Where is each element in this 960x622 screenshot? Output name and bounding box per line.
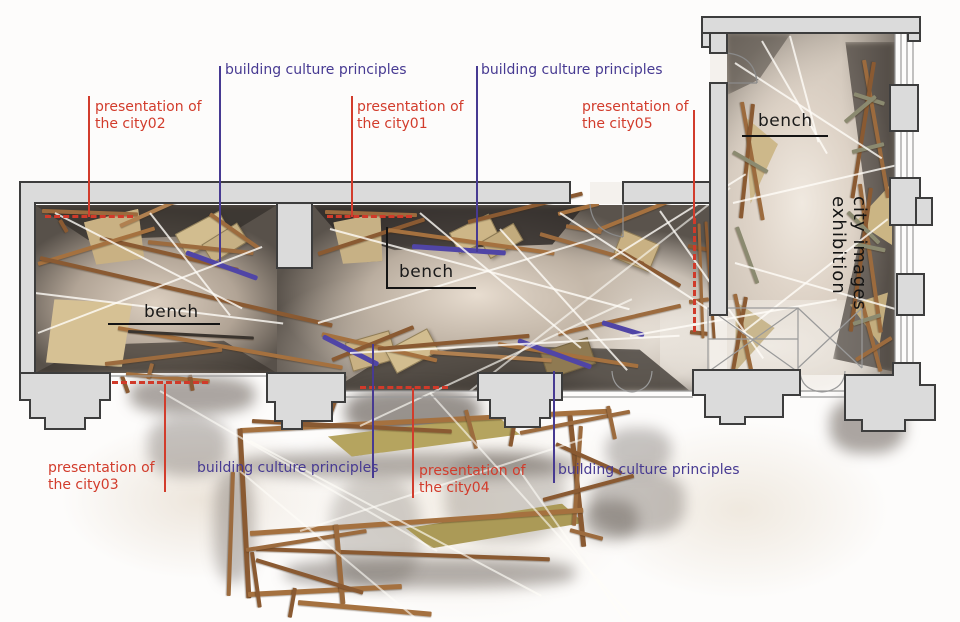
leader-city01	[351, 96, 353, 217]
leader-bcp-bottom-right	[553, 371, 555, 483]
wood-plank	[597, 192, 688, 232]
floor-patch	[590, 420, 890, 600]
leader-city02	[88, 96, 90, 217]
label-line: presentation of	[582, 99, 689, 115]
label-city-images-exhibition: city images exhibition	[828, 196, 870, 311]
city01-zone-dashed-line	[327, 215, 412, 218]
shadow-blob	[830, 398, 905, 453]
label-presentation-city04: presentation of the city04	[419, 463, 526, 497]
label-line: the city01	[357, 116, 428, 132]
wood-panel	[44, 296, 134, 369]
label-line: presentation of	[95, 99, 202, 115]
leader-bench-left-room	[108, 323, 220, 325]
label-bench-hall: bench	[399, 262, 454, 282]
label-presentation-city02: presentation of the city02	[95, 99, 202, 133]
leader-bcp-bottom-left	[372, 344, 374, 478]
label-building-culture-principles-bottom-left: building culture principles	[197, 460, 379, 476]
label-line: presentation of	[48, 460, 155, 476]
leader-city03	[164, 384, 166, 492]
label-line: the city05	[582, 116, 653, 132]
leader-bcp-top-left	[219, 66, 221, 262]
label-building-culture-principles-top-left: building culture principles	[225, 62, 407, 78]
label-building-culture-principles-bottom-right: building culture principles	[558, 462, 740, 478]
label-line: presentation of	[357, 99, 464, 115]
label-bench-gallery: bench	[758, 111, 813, 131]
label-line: the city02	[95, 116, 166, 132]
label-bench-left-room: bench	[144, 302, 199, 322]
leader-bench-hall-horizontal	[386, 287, 476, 289]
wood-plank	[328, 374, 347, 416]
label-line: the city03	[48, 477, 119, 493]
wood-plank	[735, 226, 760, 285]
wood-plank	[120, 375, 131, 394]
label-presentation-city05: presentation of the city05	[582, 99, 689, 133]
leader-city05	[693, 110, 695, 218]
leader-bench-gallery	[742, 135, 828, 137]
leader-city04	[412, 388, 414, 498]
city03-zone-dashed-line	[112, 381, 208, 384]
shadow-blob	[606, 428, 671, 473]
label-line: the city04	[419, 480, 490, 496]
leader-bcp-top-right	[476, 66, 478, 252]
city05-zone-dashed-line	[693, 218, 696, 332]
wood-plank	[606, 405, 618, 440]
label-presentation-city01: presentation of the city01	[357, 99, 464, 133]
label-presentation-city03: presentation of the city03	[48, 460, 155, 494]
label-building-culture-principles-top-right: building culture principles	[481, 62, 663, 78]
shadow-blob	[148, 416, 228, 476]
leader-bench-hall-vertical	[386, 227, 388, 287]
label-line: presentation of	[419, 463, 526, 479]
